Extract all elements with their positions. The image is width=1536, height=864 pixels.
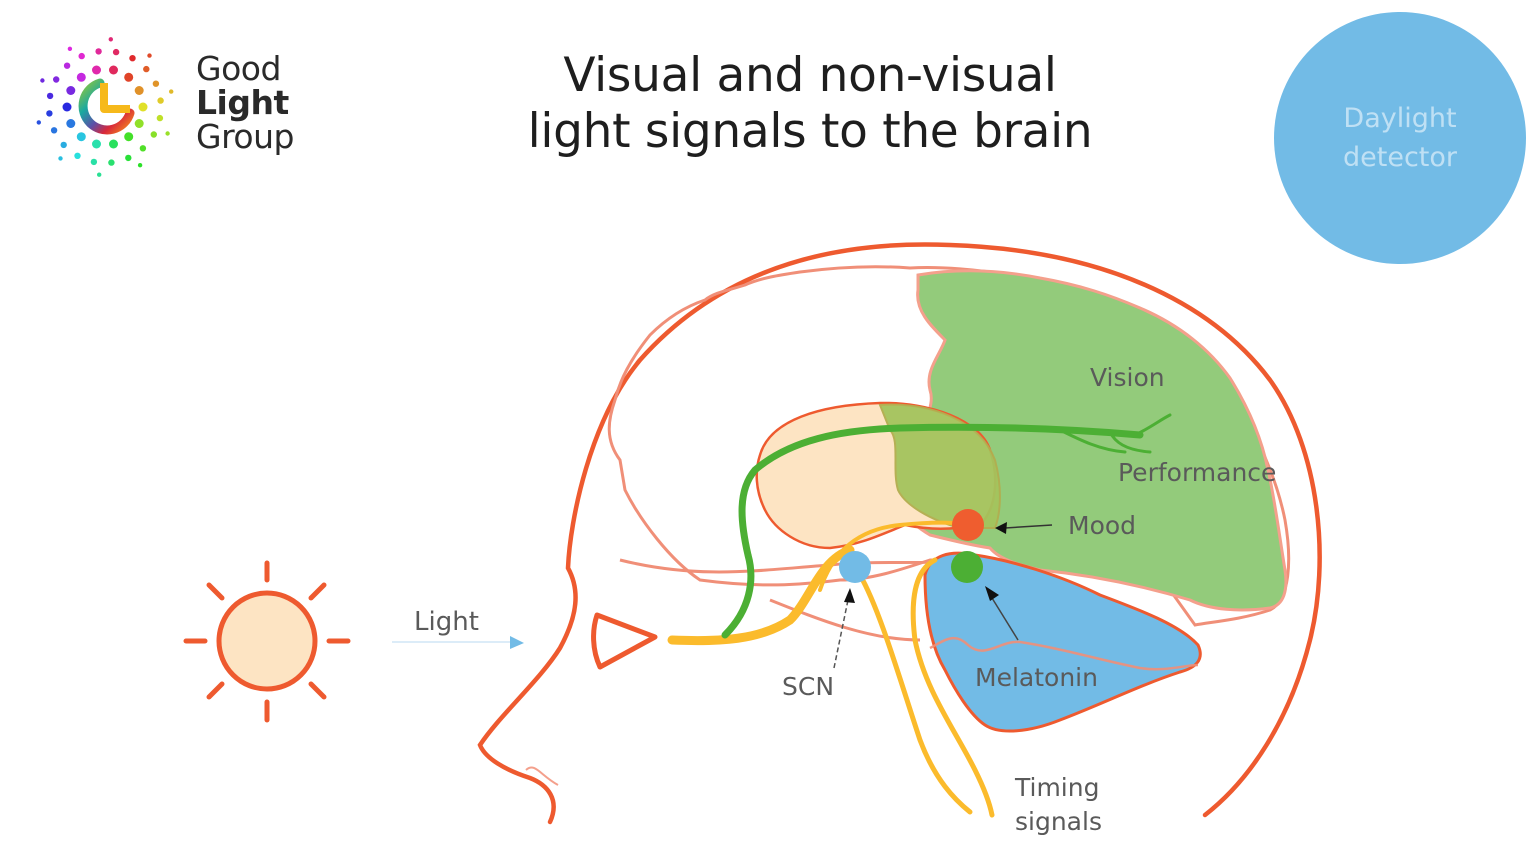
logo-dot [40,78,45,83]
melatonin-arrow [985,586,1019,641]
logo-dot [108,37,114,42]
logo-dot [150,131,157,138]
logo-dot [125,154,132,162]
logo-dot [76,132,86,142]
logo-dot [97,172,102,177]
visual-pathway [721,413,1172,639]
performance-label: Performance [1118,458,1276,487]
logo-dot [143,65,150,73]
logo-dot [78,52,85,60]
daylight-detector-badge: Daylight detector [1274,12,1526,264]
logo-dot [36,120,41,125]
logo-dot [138,102,148,112]
logo-dot [46,92,54,100]
vision-label: Vision [1090,363,1165,392]
logo [30,35,330,185]
sun-icon [183,560,351,723]
logo-dot [109,139,118,149]
logo-dot [58,156,63,161]
lip-detail [525,766,559,786]
badge-line-1: Daylight [1343,103,1457,134]
logo-dot [95,48,102,55]
rainbow-clock-icon [36,37,174,177]
logo-dot [152,80,160,87]
logo-word-light: Light [196,83,289,122]
logo-dot [63,62,71,69]
title-line-2: light signals to the brain [527,104,1093,159]
scn-node [839,551,871,583]
title-line-1: Visual and non-visual [563,48,1057,103]
logo-dot [124,72,134,82]
mood-arrow [995,522,1053,534]
light-label: Light [414,607,479,637]
logo-word-group: Group [196,117,294,156]
nonvisual-pathway [667,520,995,818]
logo-dot [67,46,73,51]
logo-dot [74,152,81,159]
timing-label-line-1: Timing [1014,773,1099,802]
logo-dot [92,65,101,75]
logo-dot [76,72,86,82]
logo-dot [53,76,60,83]
logo-dot [50,127,58,134]
logo-dot [109,65,118,75]
logo-dot [66,119,76,128]
page-title: Visual and non-visual light signals to t… [440,48,1180,160]
mood-label: Mood [1068,511,1136,540]
brainstem-line-lower [769,598,921,642]
logo-dot [112,48,120,56]
logo-dot [156,114,164,122]
scn-arrow [833,588,855,669]
logo-dot [169,89,174,94]
cerebellum-fold [929,636,1199,671]
timing-label-line-2: signals [1015,807,1102,836]
thalamus-overlap [878,403,1001,529]
logo-dot [129,55,136,62]
logo-dot [62,102,72,112]
logo-dot [124,132,134,142]
melatonin-label: Melatonin [975,663,1098,692]
logo-dot [92,139,101,149]
logo-dot [134,119,144,128]
eye-icon [591,612,658,670]
logo-dot [134,86,144,95]
logo-dot [66,86,76,95]
logo-dot [108,159,115,166]
logo-dot [165,131,170,136]
logo-wordmark: Good Light Group [196,52,294,154]
logo-dot [139,145,147,152]
logo-dot [60,141,67,149]
mood-node [952,509,984,541]
light-arrow [392,636,524,649]
melatonin-node [951,551,983,583]
logo-dot [137,163,143,168]
scn-label: SCN [782,672,834,701]
logo-dot [90,158,98,166]
logo-dot [46,110,53,117]
logo-dot [147,53,152,58]
logo-word-good: Good [196,49,281,88]
badge-line-2: detector [1343,142,1457,173]
logo-dot [157,97,164,104]
